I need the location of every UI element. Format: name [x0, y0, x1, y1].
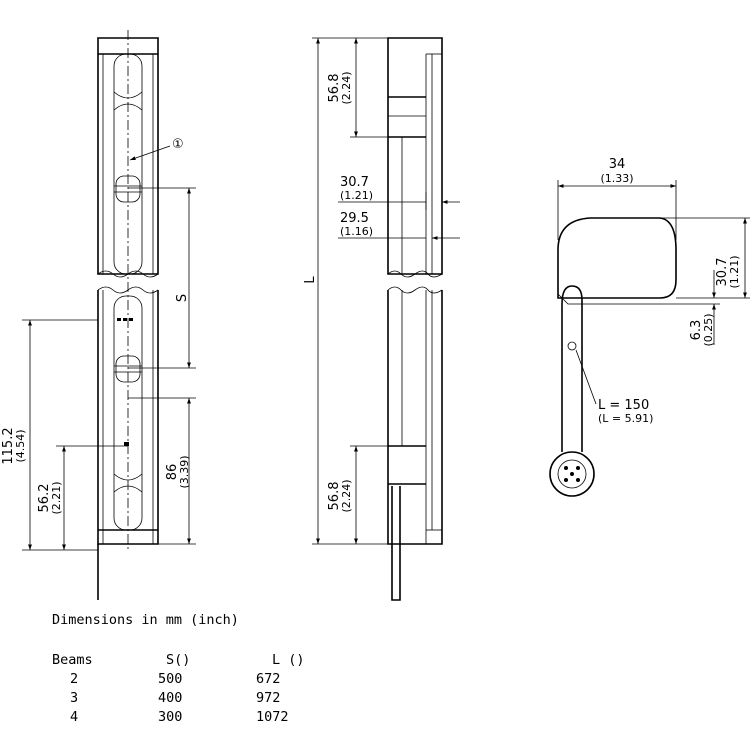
width-dim-inch: (1.33)	[600, 172, 633, 185]
dim-56-value: 56.2	[37, 484, 52, 513]
dim-295-inch: (1.16)	[340, 225, 373, 238]
top-dim-inch: (2.24)	[340, 71, 353, 104]
dim-86-value: 86	[165, 464, 180, 481]
table-cell: 2	[70, 671, 79, 687]
table-header-row: Beams S() L ()	[52, 652, 305, 671]
dim-307-value: 30.7	[340, 175, 369, 190]
dimensions-table: Dimensions in mm (inch) Beams S() L () 2…	[52, 612, 305, 728]
table-row: 2 500 672	[52, 671, 280, 690]
cable-length-value: L = 150	[598, 398, 649, 413]
top-dim-value: 56.8	[327, 74, 342, 103]
l-label: L	[303, 276, 318, 284]
header-beams: Beams	[52, 652, 93, 668]
table-title: Dimensions in mm (inch)	[52, 612, 239, 628]
offset-dim-inch: (0.25)	[702, 313, 715, 346]
s-label: S	[175, 294, 190, 302]
height-dim-value: 30.7	[715, 258, 730, 287]
section-view: 34 (1.33) 30.7 (1.21) 6.3 (0.25) L = 150…	[549, 157, 750, 497]
dim-115-inch: (4.54)	[14, 429, 27, 462]
table-cell: 400	[158, 690, 183, 706]
bottom-dim-inch: (2.24)	[340, 479, 353, 512]
table-row: 4 300 1072	[52, 709, 289, 728]
cable-length-inch: (L = 5.91)	[598, 412, 653, 425]
width-dim-value: 34	[609, 157, 626, 172]
header-l: L ()	[272, 652, 305, 668]
table-cell: 672	[256, 671, 281, 687]
dim-295-value: 29.5	[340, 211, 369, 226]
dim-115-value: 115.2	[1, 427, 16, 464]
bottom-dim-value: 56.8	[327, 482, 342, 511]
header-s: S()	[166, 652, 191, 668]
table-row: 3 400 972	[52, 690, 280, 709]
dim-307-inch: (1.21)	[340, 189, 373, 202]
callout-1: ①	[172, 137, 184, 152]
table-cell: 1072	[256, 709, 289, 725]
table-cell: 4	[70, 709, 79, 725]
side-view: L 56.8 (2.24) 56.8 (2.24) 30.7 (1.21) 29…	[303, 37, 460, 601]
table-cell: 3	[70, 690, 79, 706]
front-view: ① S 86 (3.39) 115.2 (4.54) 56.2 (2.21)	[1, 30, 196, 600]
dim-86-inch: (3.39)	[178, 455, 191, 488]
table-cell: 300	[158, 709, 183, 725]
dim-56-inch: (2.21)	[50, 481, 63, 514]
offset-dim-value: 6.3	[689, 320, 704, 341]
table-cell: 500	[158, 671, 183, 687]
table-cell: 972	[256, 690, 281, 706]
height-dim-inch: (1.21)	[728, 255, 741, 288]
